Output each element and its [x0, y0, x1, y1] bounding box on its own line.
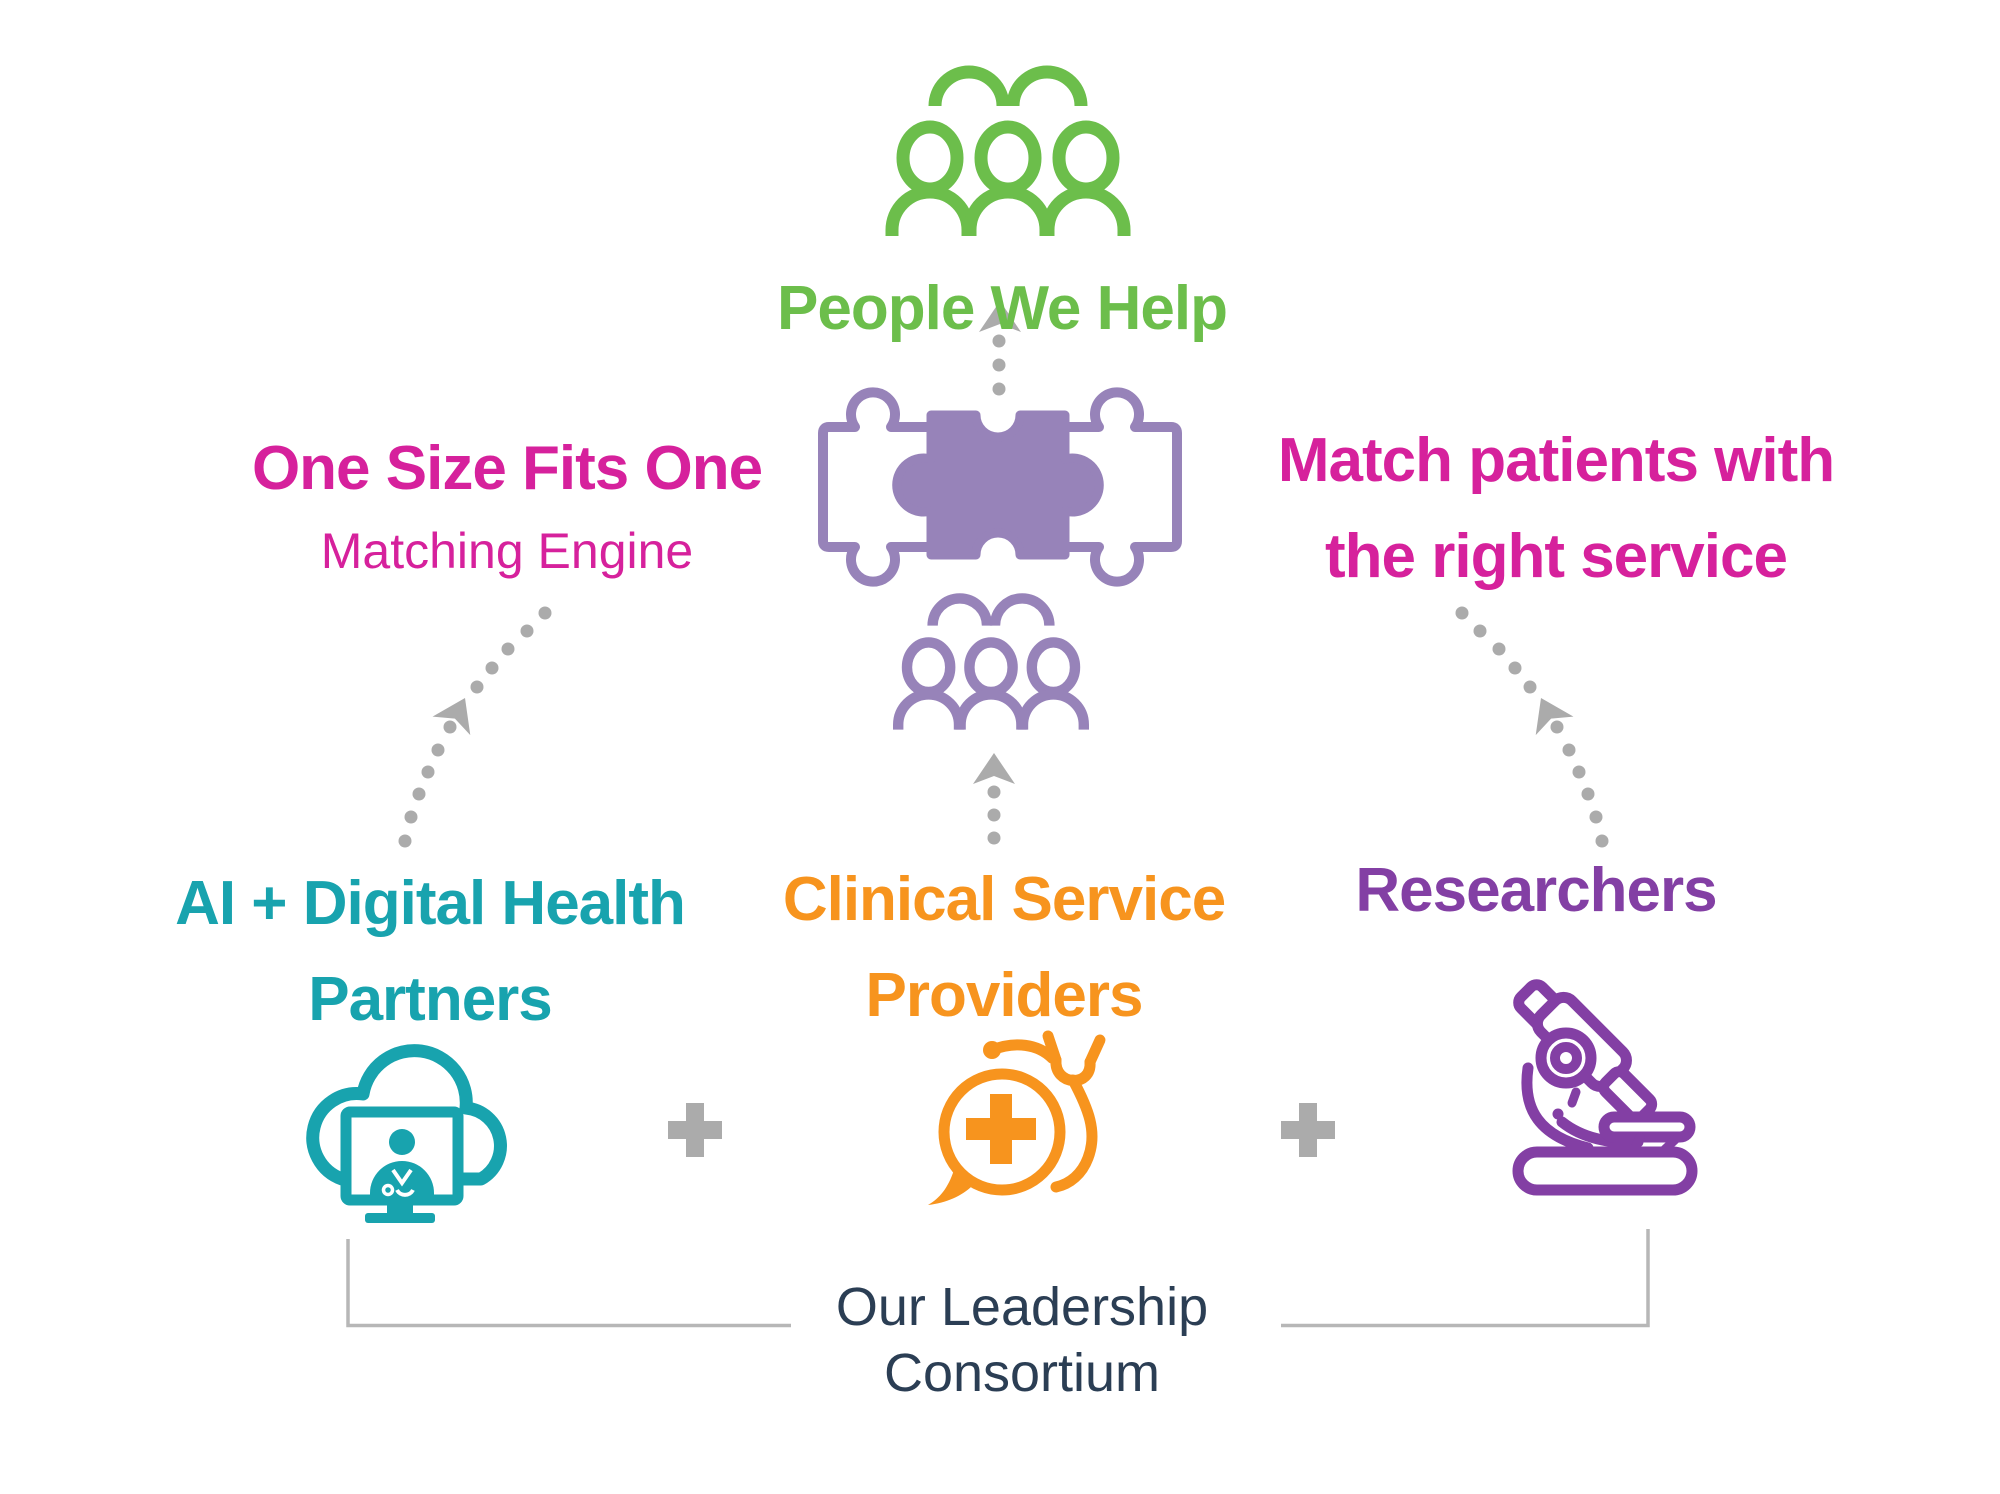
puzzle-pieces-icon: [818, 387, 1182, 587]
people-group-icon: [893, 593, 1090, 730]
consortium-line1: Our Leadership: [835, 1277, 1209, 1337]
consortium-bracket-left: [346, 1239, 791, 1328]
match-patients-line1: Match patients with: [1277, 426, 1835, 495]
leadership-consortium-label: Our Leadership Consortium: [836, 1274, 1208, 1406]
dotted-arrow-curved-right-icon: [1455, 606, 1609, 848]
plus-icon: [668, 1103, 722, 1157]
clinical-line1: Clinical Service: [782, 865, 1226, 934]
match-patients-label: Match patients with the right service: [1277, 413, 1835, 605]
chat-medical-cross-stethoscope-icon: [928, 1030, 1106, 1205]
microscope-icon: [1512, 979, 1698, 1196]
dotted-arrow-up-icon: [973, 753, 1015, 845]
dotted-arrow-curved-left-icon: [398, 606, 552, 848]
ai-partners-line2: Partners: [308, 965, 553, 1034]
matching-engine-subtitle: Matching Engine: [320, 523, 694, 579]
clinical-line2: Providers: [865, 961, 1143, 1030]
people-we-help-label: People We Help: [777, 274, 1228, 343]
people-group-icon: [885, 65, 1131, 236]
matching-engine-title: One Size Fits One: [251, 434, 763, 503]
clinical-service-providers-label: Clinical Service Providers: [782, 852, 1226, 1044]
ai-partners-line1: AI + Digital Health: [175, 869, 686, 938]
cloud-telehealth-icon: [306, 1044, 507, 1223]
researchers-label: Researchers: [1355, 856, 1717, 925]
consortium-bracket-right: [1281, 1229, 1650, 1328]
match-patients-line2: the right service: [1325, 522, 1788, 591]
dotted-arrow-up-icon: [979, 301, 1021, 396]
plus-icon: [1281, 1103, 1335, 1157]
ai-digital-health-partners-label: AI + Digital Health Partners: [175, 856, 686, 1048]
consortium-line2: Consortium: [883, 1343, 1161, 1403]
